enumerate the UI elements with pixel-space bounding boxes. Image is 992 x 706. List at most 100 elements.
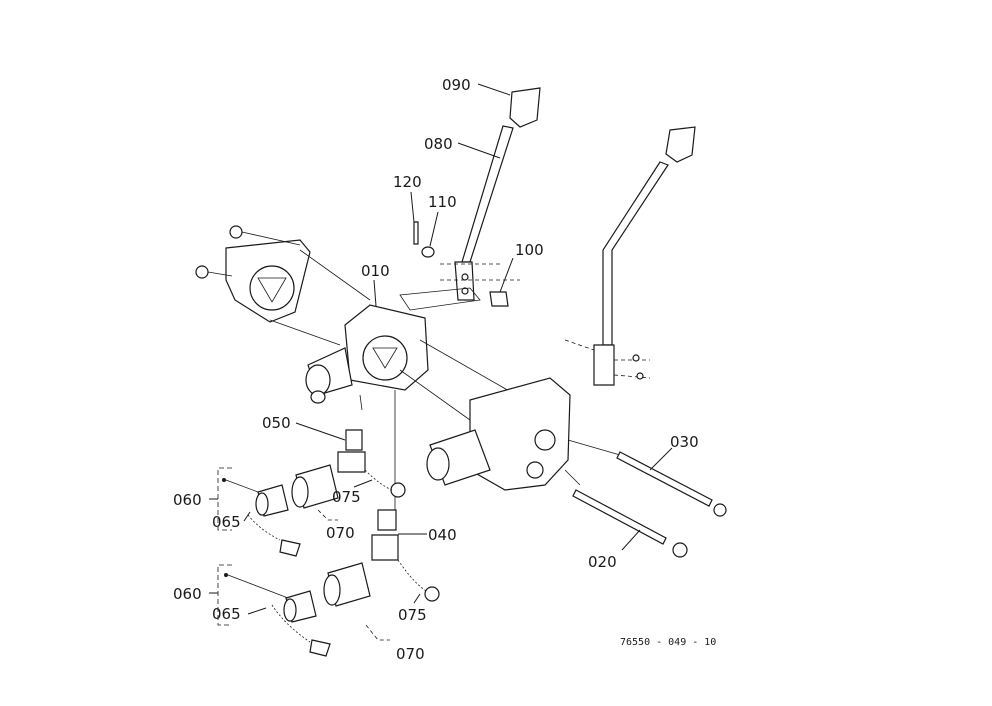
leader-030: [649, 447, 673, 471]
cover-triangle: [257, 277, 287, 303]
label-120: 120: [393, 173, 422, 191]
cover-assembly-lines: [269, 249, 371, 346]
second-lever-pin: [632, 354, 640, 362]
label-070-lower: 070: [396, 645, 425, 663]
cap-065-lower: [309, 639, 331, 657]
bracket-070-lower: [365, 624, 390, 641]
cap-chain-065-upper: [247, 514, 281, 541]
cap-chain-065-lower: [271, 604, 311, 643]
cover-plate: [195, 225, 371, 346]
leader-020: [621, 529, 641, 551]
dot-060-lower: [224, 573, 228, 577]
tie-bolt-lower: [572, 489, 667, 545]
leader-065a: [243, 511, 251, 522]
fitting-040: [377, 509, 397, 531]
label-080: 080: [424, 135, 453, 153]
label-060-upper: 060: [173, 491, 202, 509]
dust-cap-075-lower: [424, 586, 440, 602]
lever-bracket: [454, 261, 475, 301]
section-port-lower: [526, 461, 544, 479]
tie-bolt-upper-nut: [713, 503, 727, 517]
leader-010: [373, 279, 377, 307]
dot-060-upper: [222, 478, 226, 482]
valve-port-triangle: [372, 347, 398, 369]
cap-065-upper: [279, 539, 301, 557]
line-060-lower: [227, 574, 289, 599]
second-lever-bracket: [593, 344, 615, 386]
coupler-070-upper-end: [291, 476, 309, 508]
tie-bolt-lower-nut: [672, 542, 688, 558]
section-bolt-lines: [564, 439, 621, 486]
section-spool-cap: [426, 447, 450, 481]
label-020: 020: [588, 553, 617, 571]
coupler-070-lower-end: [323, 574, 341, 606]
cover-nut-top: [229, 225, 243, 239]
label-030: 030: [670, 433, 699, 451]
valve-drop-lines: [359, 390, 396, 510]
leader-090: [477, 83, 511, 96]
valve-spool-end: [310, 390, 326, 404]
tie-bolts: [572, 451, 727, 558]
second-lever-rod: [602, 161, 669, 346]
label-060-lower: 060: [173, 585, 202, 603]
line-060-upper: [225, 479, 259, 493]
second-lever-knob: [665, 126, 696, 163]
cover-nut-left: [195, 265, 209, 279]
lever-pin-hole: [461, 273, 469, 281]
plug-060-lower-end: [283, 598, 297, 622]
leader-080: [457, 142, 501, 159]
label-010: 010: [361, 262, 390, 280]
washer: [421, 246, 435, 258]
section-body: [469, 377, 571, 491]
valve-port-ring: [362, 335, 408, 381]
plug-060-upper-end: [255, 492, 269, 516]
leader-lines: [209, 83, 673, 615]
leader-110: [429, 211, 439, 247]
leader-120: [410, 191, 415, 223]
leader-075b: [413, 593, 421, 604]
lever-dashes: [440, 263, 520, 281]
second-lever-dashes: [564, 339, 651, 379]
label-075-upper: 075: [332, 488, 361, 506]
second-lever: [564, 126, 696, 386]
label-065-lower: 065: [212, 605, 241, 623]
label-110: 110: [428, 193, 457, 211]
label-090: 090: [442, 76, 471, 94]
leader-050: [295, 422, 346, 441]
label-050: 050: [262, 414, 291, 432]
bracket-070-upper: [317, 509, 338, 521]
split-pin: [413, 221, 419, 245]
section-port: [534, 429, 556, 451]
elbow-040: [371, 534, 399, 561]
lever-rod: [461, 125, 514, 263]
coupler-group-upper: [222, 464, 339, 557]
elbow-050: [337, 451, 366, 473]
control-valve: [305, 304, 561, 510]
lever-pin: [489, 291, 509, 307]
label-100: 100: [515, 241, 544, 259]
fitting-050: [345, 429, 363, 451]
fittings: [337, 429, 440, 602]
leader-100: [499, 257, 514, 293]
coupler-group-lower: [224, 562, 371, 657]
cap-chains-075: [364, 469, 429, 593]
valve-section-right: [426, 377, 621, 491]
leader-075a: [353, 479, 373, 488]
dust-cap-075-upper: [390, 482, 406, 498]
lever-link-plate: [399, 287, 481, 311]
label-075-lower: 075: [398, 606, 427, 624]
lever-assembly: [399, 87, 541, 311]
drawing-reference: 76550 - 049 - 10: [620, 637, 716, 648]
label-065-upper: 065: [212, 513, 241, 531]
tie-bolt-upper: [616, 451, 713, 507]
second-lever-pin-lower: [636, 372, 644, 380]
leader-065b: [247, 607, 267, 615]
label-040: 040: [428, 526, 457, 544]
lever-knob: [509, 87, 541, 128]
cover-bolt-lines: [207, 231, 301, 277]
bracket-060-lower: [217, 564, 232, 626]
label-070-upper: 070: [326, 524, 355, 542]
lever-pin-hole-lower: [461, 287, 469, 295]
cover-ring: [249, 265, 295, 311]
